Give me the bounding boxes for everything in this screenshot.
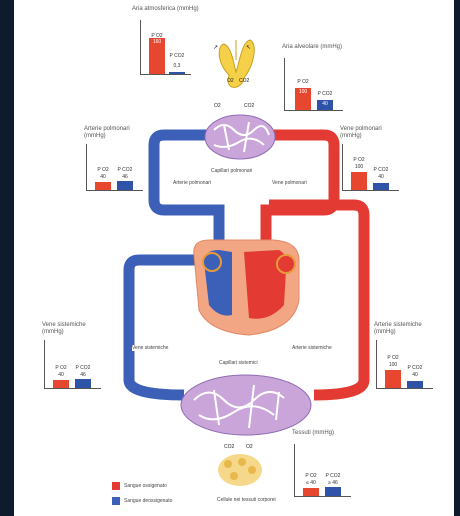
panel-sys-vein: Vene sistemiche (mmHg) P O2 40 P CO2 46 bbox=[42, 322, 112, 392]
po2-bar bbox=[53, 380, 69, 388]
po2-value: 100 bbox=[385, 363, 401, 368]
pco2-value: 46 bbox=[75, 373, 91, 378]
circulation-diagram: ↗ ↖ O2 CO2 bbox=[14, 0, 454, 516]
panel-axes: P O2 ≤ 40 P CO2 ≥ 46 bbox=[294, 444, 351, 497]
po2-label: P O2 bbox=[149, 34, 165, 39]
heart-icon bbox=[194, 240, 299, 335]
po2-label: P O2 bbox=[351, 158, 367, 163]
panel-tissue: Tessuti (mmHg) P O2 ≤ 40 P CO2 ≥ 46 bbox=[292, 430, 362, 500]
panel-title: Arterie sistemiche bbox=[374, 322, 422, 329]
po2-label: P O2 bbox=[303, 474, 319, 479]
pulmonary-vein-vessel bbox=[266, 135, 334, 250]
pco2-label: P CO2 bbox=[407, 366, 423, 371]
po2-label: P O2 bbox=[295, 80, 311, 85]
panel-unit: (mmHg) bbox=[340, 133, 362, 140]
pco2-bar bbox=[373, 183, 389, 190]
panel-pulm-artery: Arterie polmonari (mmHg) P O2 40 P CO2 4… bbox=[84, 126, 154, 194]
panel-title: Vene sistemiche bbox=[42, 322, 86, 329]
panel-axes: P O2 100 P CO2 40 bbox=[342, 144, 399, 191]
po2-value: 40 bbox=[53, 373, 69, 378]
panel-sys-artery: Arterie sistemiche (mmHg) P O2 100 P CO2… bbox=[374, 322, 444, 392]
pco2-label: P CO2 bbox=[117, 168, 133, 173]
po2-bar bbox=[385, 370, 401, 388]
pco2-bar bbox=[169, 72, 185, 74]
pulmonary-capillary-bed bbox=[205, 115, 275, 159]
o2-lung-label: O2 bbox=[214, 103, 221, 109]
po2-bar: 100 bbox=[295, 88, 311, 110]
pco2-label: P CO2 bbox=[373, 168, 389, 173]
pco2-bar bbox=[117, 181, 133, 190]
po2-value: 160 bbox=[149, 40, 165, 45]
panel-unit: (mmHg) bbox=[84, 133, 106, 140]
panel-pulm-vein: Vene polmonari (mmHg) P O2 100 P CO2 40 bbox=[340, 126, 410, 194]
o2-top-label: O2 bbox=[227, 78, 234, 84]
legend-deox-swatch bbox=[112, 497, 120, 505]
panel-axes: P O2 100 P CO2 40 bbox=[376, 340, 433, 389]
po2-value: 100 bbox=[351, 165, 367, 170]
pco2-bar bbox=[325, 487, 341, 496]
panel-air-top: Aria atmosferica (mmHg) 160 P O2 P CO2 0… bbox=[132, 6, 202, 76]
legend-ox-label: Sangue ossigenato bbox=[124, 483, 167, 489]
panel-title: Tessuti (mmHg) bbox=[292, 430, 334, 437]
po2-label: P O2 bbox=[53, 366, 69, 371]
svg-text:↗: ↗ bbox=[213, 45, 218, 51]
cap-pulm-label: Capillari polmonari bbox=[211, 168, 252, 174]
po2-bar: 160 bbox=[149, 38, 165, 74]
panel-alveolar: Aria alveolare (mmHg) 100 40 P O2 P CO2 bbox=[282, 44, 352, 112]
pco2-label: P CO2 bbox=[317, 92, 333, 97]
panel-title: Aria alveolare (mmHg) bbox=[282, 44, 342, 51]
panel-axes: 160 P O2 P CO2 0,3 bbox=[140, 20, 191, 75]
legend-ox-swatch bbox=[112, 482, 120, 490]
co2-top-label: CO2 bbox=[239, 78, 250, 84]
panel-title: Arterie polmonari bbox=[84, 126, 130, 133]
pco2-label: P CO2 bbox=[325, 474, 341, 479]
po2-value: ≤ 40 bbox=[303, 481, 319, 486]
pco2-value: 0,3 bbox=[169, 64, 185, 69]
cap-sist-label: Capillari sistemici bbox=[219, 360, 258, 366]
tissue-cells-icon bbox=[218, 454, 262, 486]
systemic-vein-vessel bbox=[129, 260, 199, 395]
panel-unit: (mmHg) bbox=[374, 329, 396, 336]
co2-lung-label: CO2 bbox=[244, 103, 255, 109]
po2-label: P O2 bbox=[95, 168, 111, 173]
panel-title: Aria atmosferica (mmHg) bbox=[132, 6, 199, 13]
panel-title: Vene polmonari bbox=[340, 126, 382, 133]
pco2-bar bbox=[407, 381, 423, 388]
po2-bar bbox=[351, 172, 367, 190]
pco2-value: ≥ 46 bbox=[325, 481, 341, 486]
art-sist-label: Arterie sistemiche bbox=[292, 345, 332, 351]
po2-value: 40 bbox=[95, 175, 111, 180]
pco2-value: 40 bbox=[407, 373, 423, 378]
panel-axes: P O2 40 P CO2 46 bbox=[86, 144, 143, 191]
art-pulm-label: Arterie polmonari bbox=[173, 180, 211, 186]
panel-axes: 100 40 P O2 P CO2 bbox=[284, 58, 343, 111]
co2-tissue-label: CO2 bbox=[224, 444, 235, 450]
pco2-bar bbox=[75, 379, 91, 388]
po2-bar bbox=[303, 488, 319, 496]
po2-bar bbox=[95, 182, 111, 190]
panel-unit: (mmHg) bbox=[42, 329, 64, 336]
cells-label: Cellule nei tessuti corporei bbox=[217, 497, 276, 503]
pco2-label: P CO2 bbox=[169, 54, 185, 59]
pco2-value: 46 bbox=[117, 175, 133, 180]
o2-tissue-label: O2 bbox=[246, 444, 253, 450]
pco2-value: 40 bbox=[373, 175, 389, 180]
po2-label: P O2 bbox=[385, 356, 401, 361]
pco2-label: P CO2 bbox=[75, 366, 91, 371]
vene-pulm-label: Vene polmonari bbox=[272, 180, 307, 186]
diagram-card: ↗ ↖ O2 CO2 bbox=[14, 0, 454, 516]
po2-value: 100 bbox=[295, 90, 311, 95]
pco2-bar: 40 bbox=[317, 100, 333, 110]
pco2-value: 40 bbox=[317, 102, 333, 107]
legend-deox-label: Sangue deossigenato bbox=[124, 498, 172, 504]
svg-text:↖: ↖ bbox=[246, 45, 251, 51]
panel-axes: P O2 40 P CO2 46 bbox=[44, 340, 101, 389]
vene-sist-label: Vene sistemiche bbox=[132, 345, 168, 351]
